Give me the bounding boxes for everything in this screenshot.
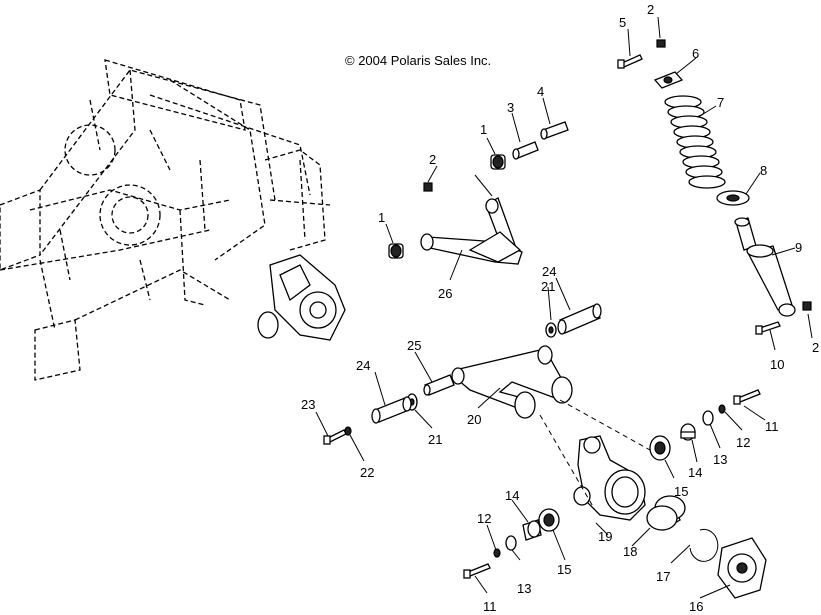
pin-24-right [557,303,602,335]
callout-18: 18 [623,544,637,559]
bolt-11-right [733,389,761,405]
bolt-23 [323,429,347,445]
washer-8 [716,190,750,206]
callout-1: 1 [480,122,487,137]
callout-7: 7 [717,95,724,110]
washer-13-lower [505,535,517,551]
callout-23: 23 [301,397,315,412]
bolt-11-lower [463,563,491,579]
callout-16: 16 [689,599,703,614]
callout-14: 14 [688,465,702,480]
callout-20: 20 [467,412,481,427]
callout-12: 12 [477,511,491,526]
callout-9: 9 [795,240,802,255]
sleeve-14-lower [522,519,542,541]
nut-22 [344,426,352,436]
leader-lines [315,16,813,599]
bolt-10 [755,321,781,335]
callout-12: 12 [736,435,750,450]
callout-2: 2 [429,152,436,167]
frame-assembly-dashed [0,59,331,381]
callout-15: 15 [674,484,688,499]
nut-2-upper [656,39,666,48]
bushing-1-upper [490,154,506,170]
callout-2: 2 [812,340,819,355]
callout-24: 24 [542,264,556,279]
callout-labels: 5 2 6 7 8 9 10 2 1 3 4 2 1 26 21 24 25 2… [301,2,819,614]
bearing-18 [646,495,686,531]
callout-21: 21 [428,432,442,447]
shock-absorber-9 [734,217,796,317]
callout-5: 5 [619,15,626,30]
pin-24-left [371,396,412,424]
nut-2-left [423,182,433,192]
callout-14: 14 [505,488,519,503]
sleeve-3 [512,141,539,160]
callout-15: 15 [557,562,571,577]
washer-13-right [702,410,714,426]
nut-12-lower [493,548,501,558]
spring-7 [664,95,726,189]
callout-22: 22 [360,465,374,480]
callout-24: 24 [356,358,370,373]
snap-ring-17 [689,528,719,562]
callout-13: 13 [713,452,727,467]
bolt-5 [617,54,643,69]
bushing-1-left [388,243,404,259]
bushing-15-lower [538,508,560,532]
callout-25: 25 [407,338,421,353]
callout-4: 4 [537,84,544,99]
callout-3: 3 [507,100,514,115]
callout-19: 19 [598,529,612,544]
sleeve-14-right [680,423,696,441]
pin-4 [540,121,569,140]
callout-8: 8 [760,163,767,178]
pin-25 [423,374,455,396]
callout-13: 13 [517,581,531,596]
callout-10: 10 [770,357,784,372]
washer-21-right [545,322,557,338]
bearing-carrier-19 [573,435,646,521]
nut-2-right [802,301,812,311]
upper-control-arm [420,197,523,265]
lower-control-arm [451,345,573,419]
callout-11: 11 [765,419,779,434]
callout-21: 21 [541,279,555,294]
copyright-text: © 2004 Polaris Sales Inc. [345,53,491,68]
bushing-15-right [649,435,671,461]
callout-26: 26 [438,286,452,301]
callout-6: 6 [692,46,699,61]
callout-11: 11 [483,599,497,614]
spring-retainer-6 [653,71,684,89]
callout-1: 1 [378,210,385,225]
callout-17: 17 [656,569,670,584]
gearcase-hub [257,254,346,341]
wheel-hub-16 [717,537,767,599]
callout-2: 2 [647,2,654,17]
nut-12-right [718,404,726,414]
